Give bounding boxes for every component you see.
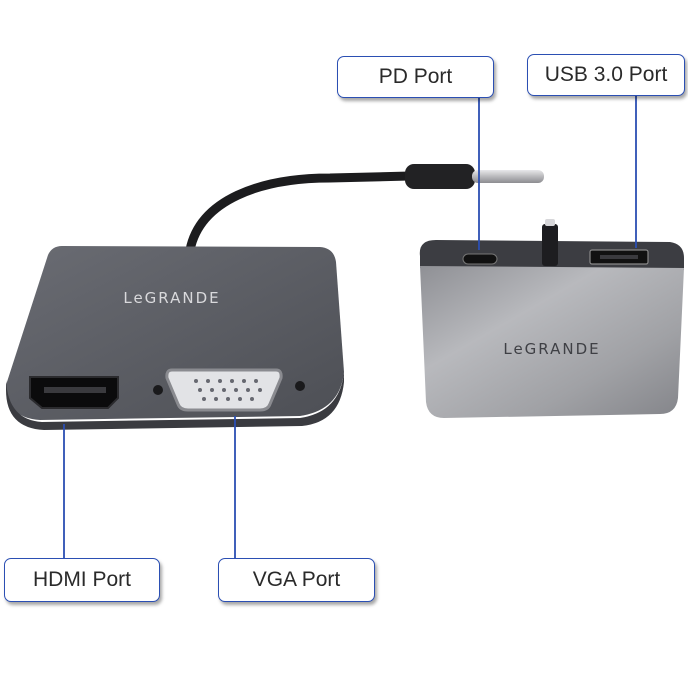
brand-logo-right: LeGRANDE bbox=[503, 340, 600, 358]
usb-port-label: USB 3.0 Port bbox=[527, 54, 685, 96]
usb-c-plug-housing bbox=[405, 164, 475, 189]
vga-port-label: VGA Port bbox=[218, 558, 375, 602]
pd-power-stub bbox=[542, 224, 558, 266]
usb-c-cable bbox=[185, 171, 415, 255]
hdmi-vga-adapter: LeGRANDE bbox=[6, 246, 344, 430]
pd-usb-hub: LeGRANDE bbox=[419, 219, 684, 418]
vga-connector bbox=[165, 368, 283, 412]
pd-port-connector bbox=[462, 253, 498, 265]
usb-c-plug-tip bbox=[472, 170, 544, 183]
brand-logo-left: LeGRANDE bbox=[123, 289, 220, 307]
hdmi-port-label: HDMI Port bbox=[4, 558, 160, 602]
pd-port-label: PD Port bbox=[337, 56, 494, 98]
